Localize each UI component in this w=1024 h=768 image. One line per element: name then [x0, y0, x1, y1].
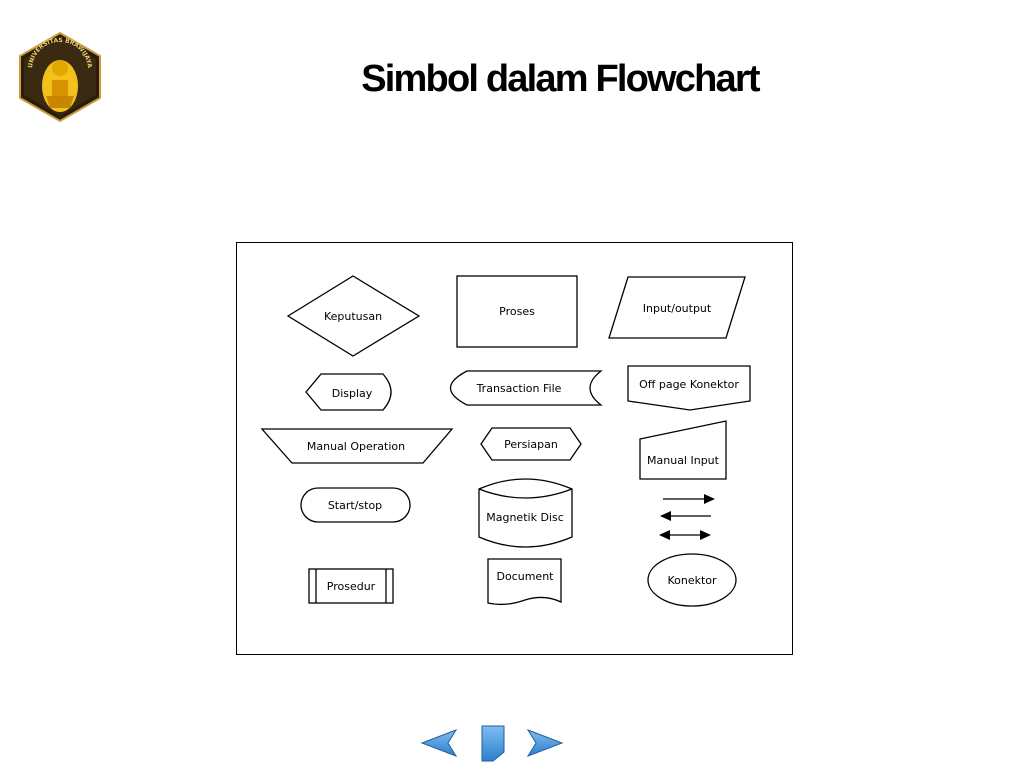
preparation-symbol: Persiapan [480, 427, 582, 461]
page-icon [481, 725, 505, 762]
manual-input-label: Manual Input [647, 454, 720, 467]
magnetic-disc-label: Magnetik Disc [486, 511, 564, 524]
start-stop-symbol: Start/stop [300, 487, 411, 523]
predefined-process-symbol: Prosedur [308, 568, 394, 604]
arrow-right-icon [700, 530, 711, 540]
preparation-label: Persiapan [504, 438, 558, 451]
display-label: Display [332, 387, 373, 400]
process-label: Proses [499, 305, 535, 318]
manual-input-symbol: Manual Input [639, 420, 727, 480]
home-page-button[interactable] [481, 725, 505, 762]
slide-title: Simbol dalam Flowchart [361, 58, 760, 100]
manual-operation-symbol: Manual Operation [260, 428, 454, 464]
off-page-connector-label: Off page Konektor [639, 378, 739, 391]
input-output-label: Input/output [643, 302, 712, 315]
magnetic-disc-symbol: Magnetik Disc [478, 478, 573, 548]
decision-label: Keputusan [324, 310, 382, 323]
decision-symbol: Keputusan [286, 275, 421, 357]
transaction-file-symbol: Transaction File [449, 370, 603, 406]
predefined-process-label: Prosedur [327, 580, 376, 593]
input-output-symbol: Input/output [608, 276, 746, 339]
university-logo: UNIVERSITAS BRAWIJAYA [19, 31, 101, 123]
next-slide-button[interactable] [526, 729, 564, 757]
document-label: Document [497, 570, 555, 583]
process-symbol: Proses [456, 275, 578, 348]
flowchart-symbols-panel: Keputusan Proses Input/output Display Tr… [236, 242, 793, 655]
document-symbol: Document [487, 558, 562, 606]
chevron-left-icon [420, 729, 458, 757]
slide-navigation [420, 725, 564, 762]
arrow-left-icon [659, 530, 670, 540]
display-symbol: Display [305, 373, 392, 411]
arrow-right-icon [704, 494, 715, 504]
connector-label: Konektor [667, 574, 717, 587]
manual-operation-label: Manual Operation [307, 440, 405, 453]
arrow-left-icon [660, 511, 671, 521]
off-page-connector-symbol: Off page Konektor [627, 365, 751, 411]
flow-lines-symbol [659, 494, 715, 540]
transaction-file-label: Transaction File [476, 382, 562, 395]
connector-symbol: Konektor [647, 553, 737, 607]
previous-slide-button[interactable] [420, 729, 458, 757]
chevron-right-icon [526, 729, 564, 757]
start-stop-label: Start/stop [328, 499, 382, 512]
